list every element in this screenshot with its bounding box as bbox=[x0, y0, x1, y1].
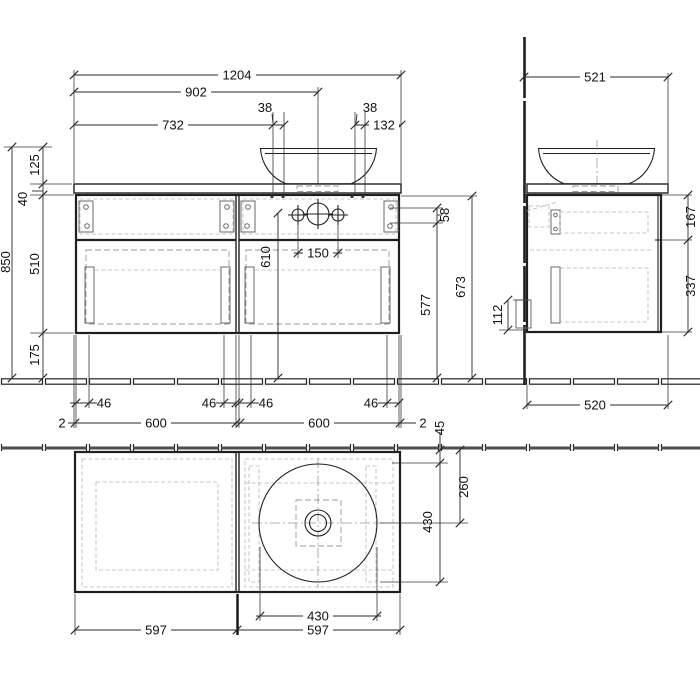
dim-gap-left: 2 bbox=[58, 416, 65, 431]
dim-577: 577 bbox=[418, 294, 433, 316]
dim-46-d: 46 bbox=[364, 396, 378, 411]
dimension-labels: 1204 902 732 38 38 132 150 46 46 46 46 2… bbox=[0, 68, 698, 638]
dim-46-b: 46 bbox=[202, 396, 216, 411]
drawer-brackets bbox=[78, 200, 399, 233]
cabinet-side bbox=[525, 193, 663, 334]
dim-38-right: 38 bbox=[363, 100, 377, 115]
plan-view bbox=[73, 450, 402, 594]
side-view bbox=[515, 37, 669, 385]
dim-back-rail: 112 bbox=[490, 305, 505, 326]
dim-unit-width-right: 600 bbox=[308, 416, 330, 431]
dim-floor-clearance: 175 bbox=[27, 344, 42, 366]
dim-basin-diameter-vertical: 430 bbox=[420, 511, 435, 533]
dim-basin-center: 902 bbox=[185, 85, 207, 100]
dim-depth-bottom: 520 bbox=[584, 398, 606, 413]
dim-wall-to-basin-center: 260 bbox=[456, 476, 471, 498]
dim-38-left: 38 bbox=[258, 100, 272, 115]
dim-top-drawer-side: 167 bbox=[683, 206, 698, 228]
dim-58: 58 bbox=[437, 208, 452, 222]
washbasin-front bbox=[259, 147, 378, 185]
basin-circle-plan bbox=[252, 458, 384, 588]
dimension-ticks bbox=[7, 70, 693, 635]
dim-tap-spacing: 150 bbox=[307, 246, 329, 261]
front-view bbox=[73, 147, 402, 335]
dim-depth-top: 521 bbox=[584, 70, 606, 85]
dim-46-c: 46 bbox=[259, 396, 273, 411]
dim-plan-unit-right: 597 bbox=[307, 623, 329, 638]
countertop-front bbox=[73, 183, 402, 194]
dim-cabinet-top-height: 673 bbox=[453, 276, 468, 298]
dim-732: 732 bbox=[162, 118, 184, 133]
dim-bottom-drawer-side: 337 bbox=[683, 275, 698, 297]
dim-drain-height: 610 bbox=[258, 246, 273, 268]
floor-hatch bbox=[0, 378, 700, 385]
dim-countertop-thickness: 40 bbox=[15, 192, 30, 206]
cabinet-front bbox=[74, 193, 401, 335]
dim-overall-width: 1204 bbox=[223, 68, 252, 83]
wall-hatch-plan bbox=[0, 444, 700, 451]
cabinet-plan bbox=[73, 450, 402, 594]
dim-basin-height: 125 bbox=[27, 154, 42, 176]
dim-gap-right: 2 bbox=[419, 416, 426, 431]
washbasin-side bbox=[537, 140, 656, 185]
dimension-lines bbox=[11, 74, 689, 631]
extension-lines bbox=[4, 70, 692, 635]
dim-46-a: 46 bbox=[97, 396, 111, 411]
dim-unit-width-left: 600 bbox=[145, 416, 167, 431]
drain-plan bbox=[304, 509, 332, 537]
countertop-side bbox=[526, 183, 669, 194]
dim-plan-unit-left: 597 bbox=[145, 623, 167, 638]
basin-cutout-dashed bbox=[296, 185, 339, 192]
mounting-screws bbox=[270, 194, 365, 199]
dim-wall-to-basin: 45 bbox=[432, 421, 447, 435]
dim-132: 132 bbox=[373, 118, 395, 133]
dim-basin-diameter: 430 bbox=[307, 609, 329, 624]
dim-cabinet-height: 510 bbox=[27, 253, 42, 275]
pipe-holes bbox=[288, 199, 348, 229]
dim-total-height: 850 bbox=[0, 251, 13, 273]
